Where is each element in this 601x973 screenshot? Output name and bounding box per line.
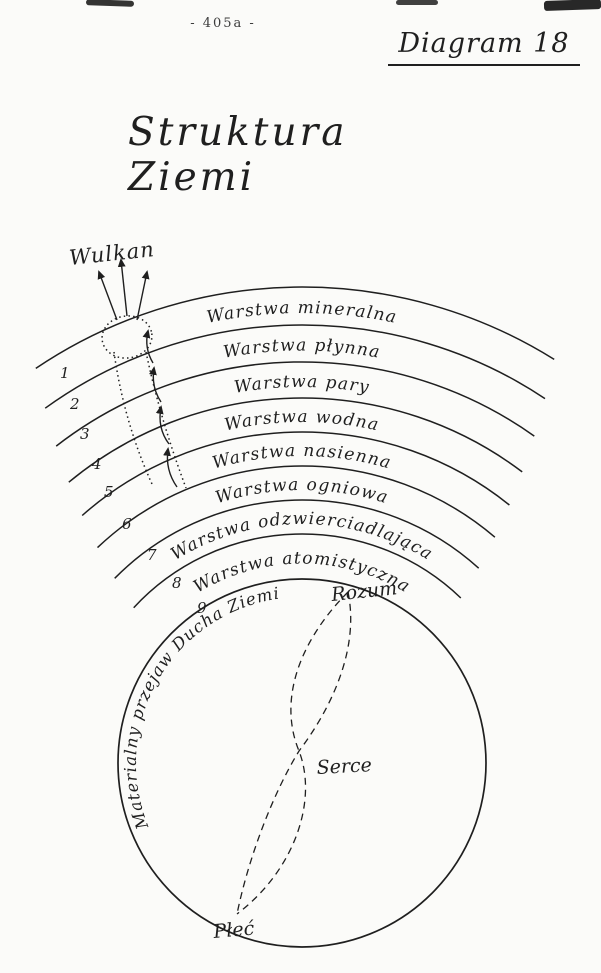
layer-arc-8 <box>133 533 462 609</box>
rising-flow-arrow <box>149 366 162 403</box>
layer-number-2: 2 <box>69 395 80 413</box>
layer-number-5: 5 <box>104 483 114 501</box>
layer-number-8: 8 <box>172 574 182 592</box>
layer-label-liquid: Warstwa płynna <box>222 335 382 362</box>
layer-arc-5 <box>81 431 510 517</box>
eruption-arrow <box>136 270 150 321</box>
spirit-curve-left <box>236 591 349 915</box>
layer-arc-1 <box>35 286 555 370</box>
volcano-conduit-line <box>113 351 153 485</box>
layer-label-fire: Warstwa ogniowa <box>213 475 391 508</box>
layer-arc-3 <box>55 361 535 447</box>
core-circle <box>117 578 487 948</box>
volcano-crater-outline <box>101 315 153 359</box>
rising-flow-arrow <box>142 329 154 364</box>
scan-artifact <box>396 0 438 5</box>
page-title: Struktura Ziemi <box>128 110 348 200</box>
page-number: - 405a - <box>190 16 256 31</box>
layer-number-1: 1 <box>60 364 70 382</box>
layer-arc-7 <box>114 499 480 579</box>
diagram-number-label: Diagram 18 <box>388 28 580 66</box>
spirit-curve-right <box>236 591 352 915</box>
rising-flow-arrow <box>163 447 178 488</box>
layer-arc-2 <box>44 324 546 409</box>
volcano-label: Wulkan <box>68 237 156 270</box>
layer-number-7: 7 <box>147 546 157 564</box>
layer-number-3: 3 <box>80 425 90 443</box>
serce-label: Serce <box>316 754 372 779</box>
layer-number-6: 6 <box>122 515 132 533</box>
eruption-arrow <box>97 270 118 321</box>
rising-flow-arrow <box>155 405 170 445</box>
core-circle-label: Materialny przejaw Ducha Ziemi <box>121 584 281 833</box>
layer-label-vapor: Warstwa pary <box>233 372 371 398</box>
layer-arc-4 <box>68 397 523 483</box>
plec-label: Płeć <box>212 917 256 943</box>
layer-label-mineral: Warstwa mineralna <box>205 298 399 328</box>
eruption-arrow <box>117 258 128 317</box>
layer-label-seed: Warstwa nasienna <box>210 441 394 474</box>
layer-arc-6 <box>96 465 496 549</box>
layer-number-4: 4 <box>91 455 102 473</box>
volcano: Wulkan <box>68 237 187 489</box>
rozum-label: Rozum <box>329 577 398 606</box>
